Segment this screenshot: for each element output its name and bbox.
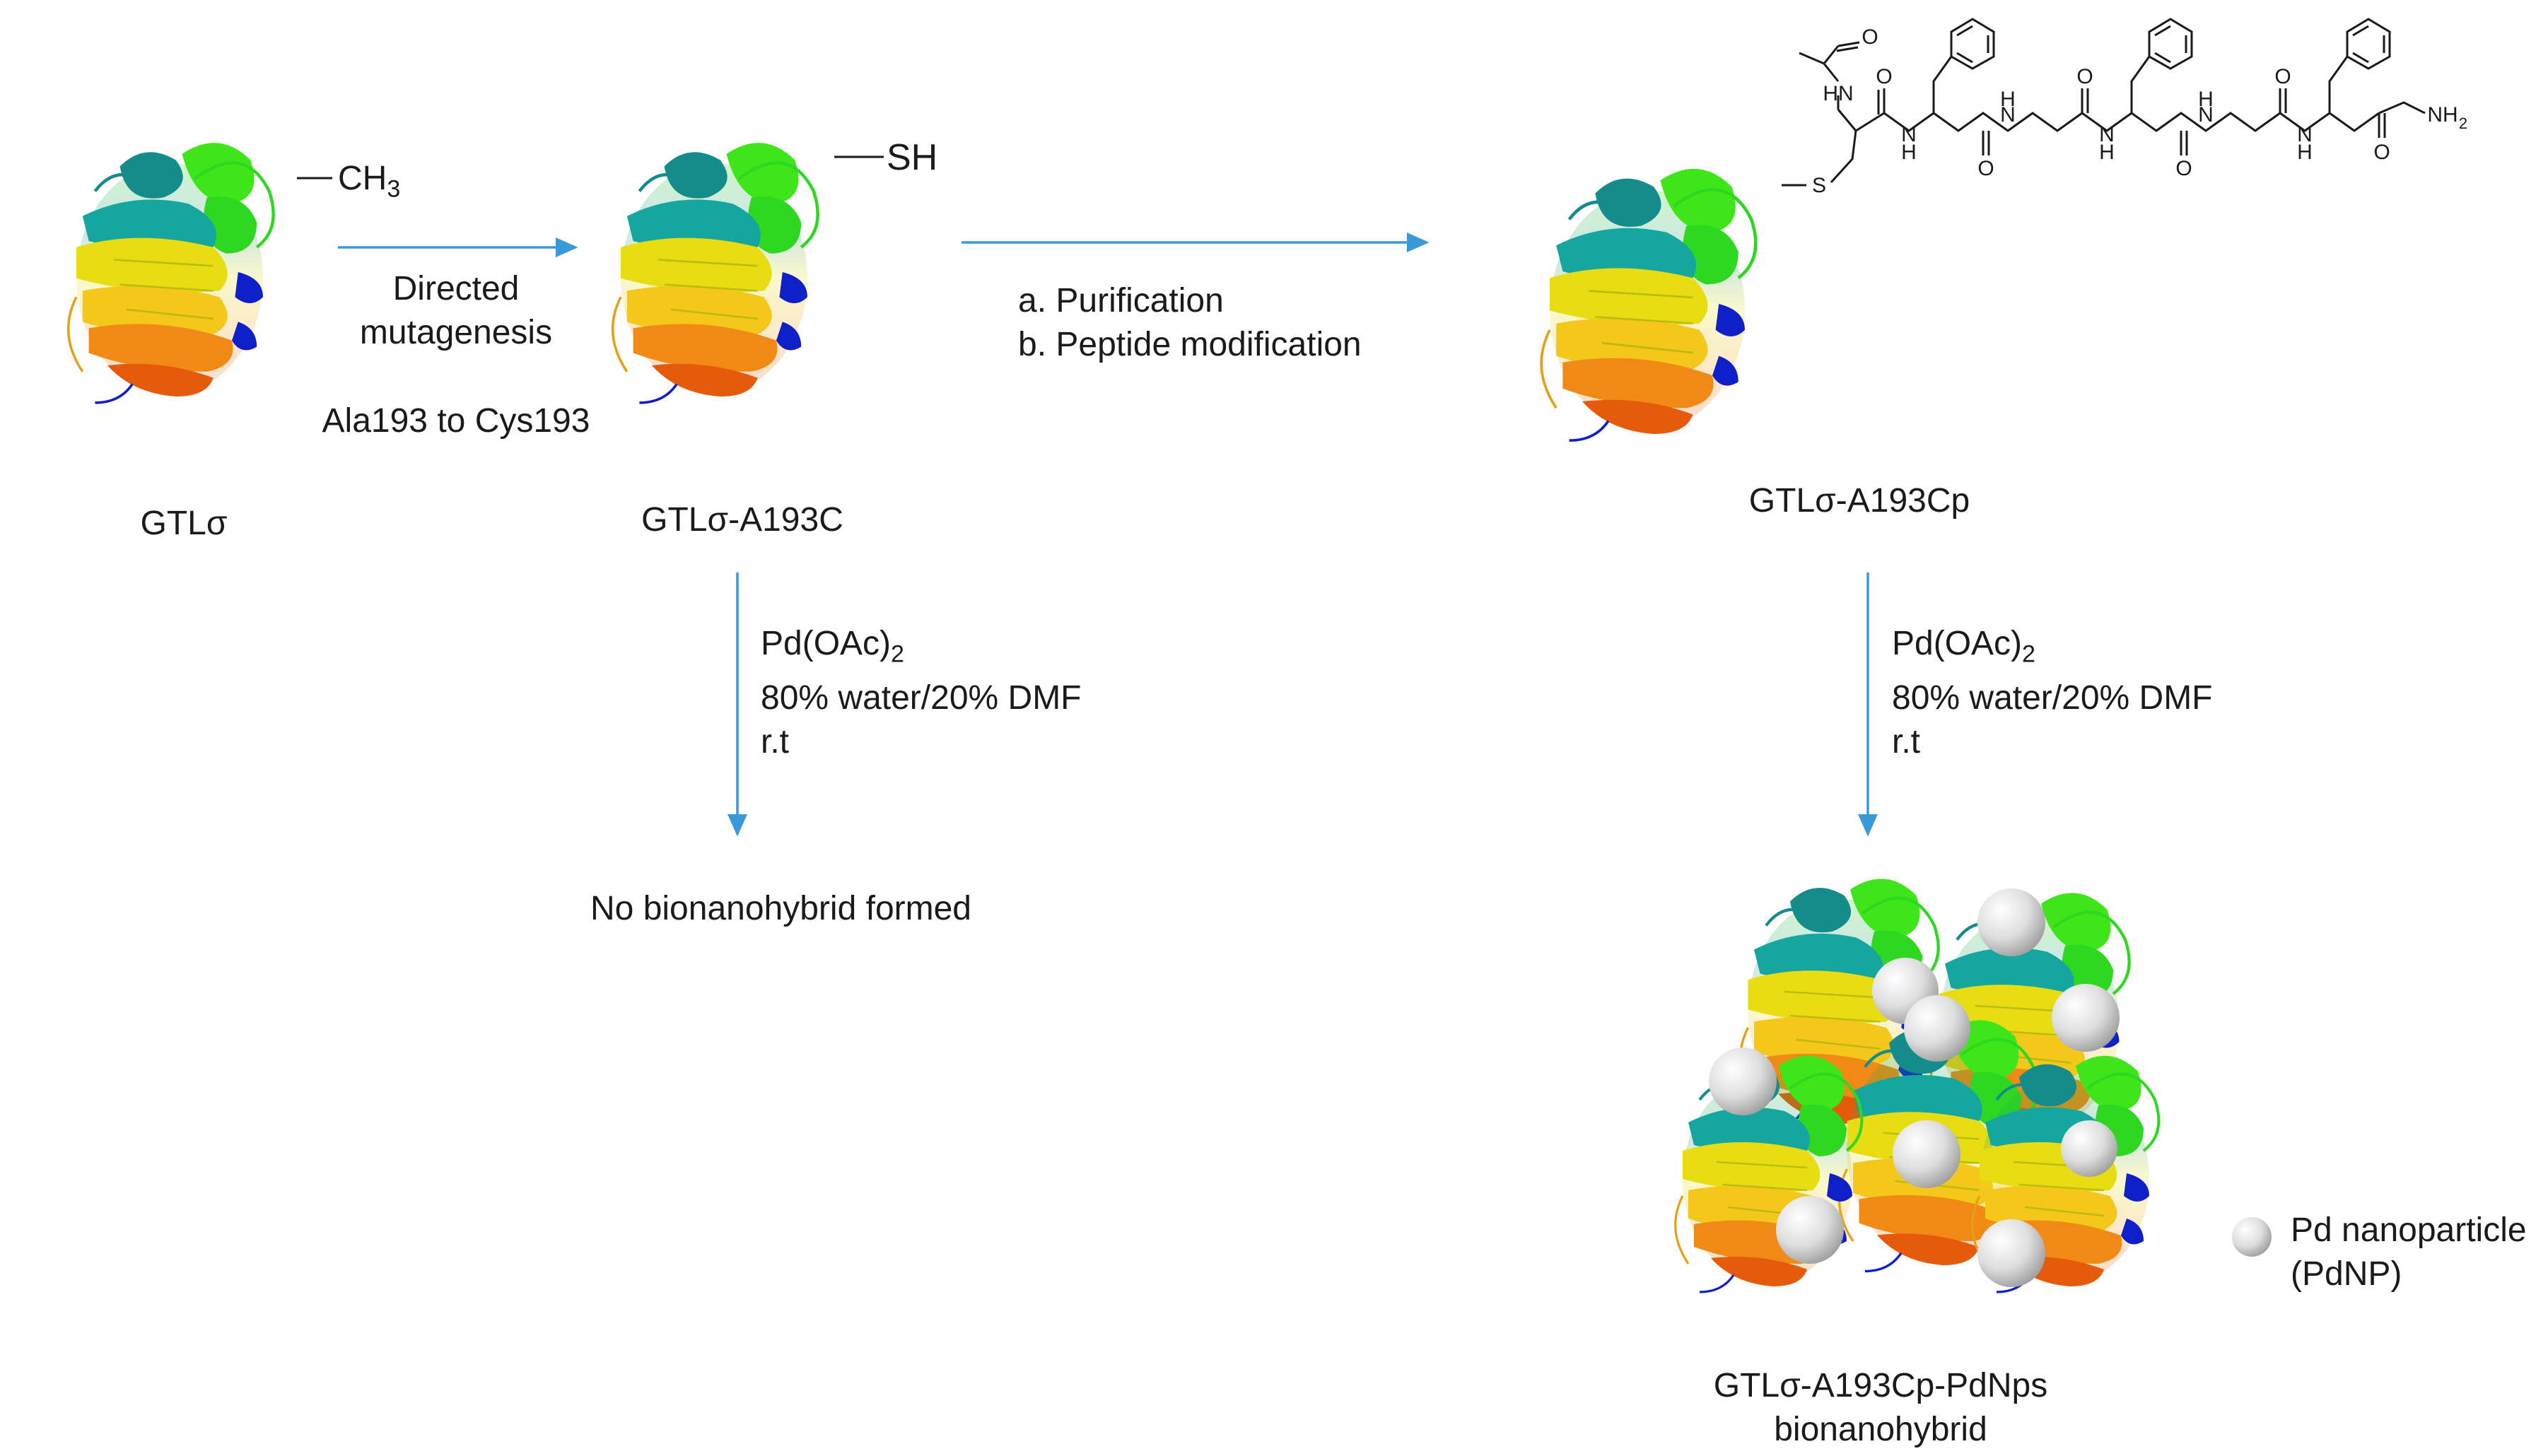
peptide-atom-labels: HN O H N O H N O H N O H N O H N O O NH … <box>1812 25 2467 197</box>
modification-step-label: a. Purification b. Peptide modification <box>1018 279 1362 367</box>
pd-particle <box>1893 1120 1960 1188</box>
atom-o7: O <box>2373 141 2390 164</box>
mutagenesis-line2: mutagenesis <box>359 314 553 351</box>
atom-n5: N <box>2297 123 2313 146</box>
temp-right: r.t <box>1892 722 1921 761</box>
atom-o4: O <box>2076 65 2093 88</box>
bionanohybrid-line2: bionanohybrid <box>1774 1411 1987 1448</box>
legend-pdnp: Pd nanoparticle (PdNP) <box>2291 1209 2527 1296</box>
atom-o6: O <box>2274 65 2291 88</box>
atom-h1: H <box>1901 141 1917 164</box>
pd-particle <box>2052 984 2120 1052</box>
pd-particle <box>1709 1047 1777 1115</box>
atom-h2: H <box>2000 88 2016 111</box>
atom-nh-sub: 2 <box>2459 115 2467 132</box>
temp-left: r.t <box>761 722 790 761</box>
label-bionanohybrid: GTLσ-A193Cp-PdNps bionanohybrid <box>1683 1364 2079 1452</box>
atom-h5: H <box>2297 141 2313 164</box>
legend-line1: Pd nanoparticle <box>2291 1211 2527 1249</box>
legend-line2: (PdNP) <box>2291 1255 2402 1293</box>
no-hybrid-outcome: No bionanohybrid formed <box>590 890 971 927</box>
atom-o3: O <box>1977 157 1994 180</box>
atom-s: S <box>1812 174 1826 197</box>
legend-pd-particle <box>2232 1217 2272 1257</box>
protein-gtl <box>69 143 274 403</box>
label-mutant: GTLσ-A193C <box>641 501 843 539</box>
pd-conditions-left: Pd(OAc)2 80% water/20% DMF r.t <box>761 622 1082 764</box>
modification-line2: b. Peptide modification <box>1018 326 1362 363</box>
pd-particles <box>1709 888 2120 1287</box>
pd-particle <box>1977 1219 2045 1287</box>
methyl-group: CH3 <box>338 160 401 203</box>
mutation-detail: Ala193 to Cys193 <box>322 402 590 440</box>
protein-peptide <box>1541 169 1755 440</box>
atom-n2: N <box>2000 103 2016 127</box>
solvent-right: 80% water/20% DMF <box>1892 679 2213 717</box>
bionanohybrid-line1: GTLσ-A193Cp-PdNps <box>1713 1367 2048 1404</box>
solvent-left: 80% water/20% DMF <box>761 679 1082 717</box>
reagent-right: Pd(OAc)2 <box>1892 625 2035 668</box>
atom-o2: O <box>1876 65 1892 88</box>
modification-line1: a. Purification <box>1018 282 1224 319</box>
atom-hn: HN <box>1823 82 1853 105</box>
peptide-structure <box>1782 18 2426 187</box>
reagent-left: Pd(OAc)2 <box>761 625 904 668</box>
label-peptide-protein: GTLσ-A193Cp <box>1748 482 1970 519</box>
pd-particle <box>1776 1196 1844 1264</box>
label-gtl: GTLσ <box>140 505 228 542</box>
atom-n1: N <box>1901 123 1917 146</box>
mutagenesis-step-label: Directed mutagenesis <box>304 267 608 355</box>
atom-n3: N <box>2099 123 2115 146</box>
atom-h3: H <box>2099 141 2115 164</box>
pd-particle <box>1904 995 1970 1062</box>
pd-particle <box>2061 1120 2117 1177</box>
thiol-group: SH <box>887 137 938 178</box>
pd-conditions-right: Pd(OAc)2 80% water/20% DMF r.t <box>1892 622 2213 764</box>
atom-nh: NH <box>2427 103 2458 127</box>
pd-particle <box>1977 888 2045 956</box>
atom-h4: H <box>2198 88 2214 111</box>
mutagenesis-line1: Directed <box>392 270 520 307</box>
protein-mutant <box>613 143 818 403</box>
atom-n4: N <box>2198 103 2214 127</box>
atom-o5: O <box>2175 157 2192 180</box>
atom-o1: O <box>1862 25 1878 49</box>
